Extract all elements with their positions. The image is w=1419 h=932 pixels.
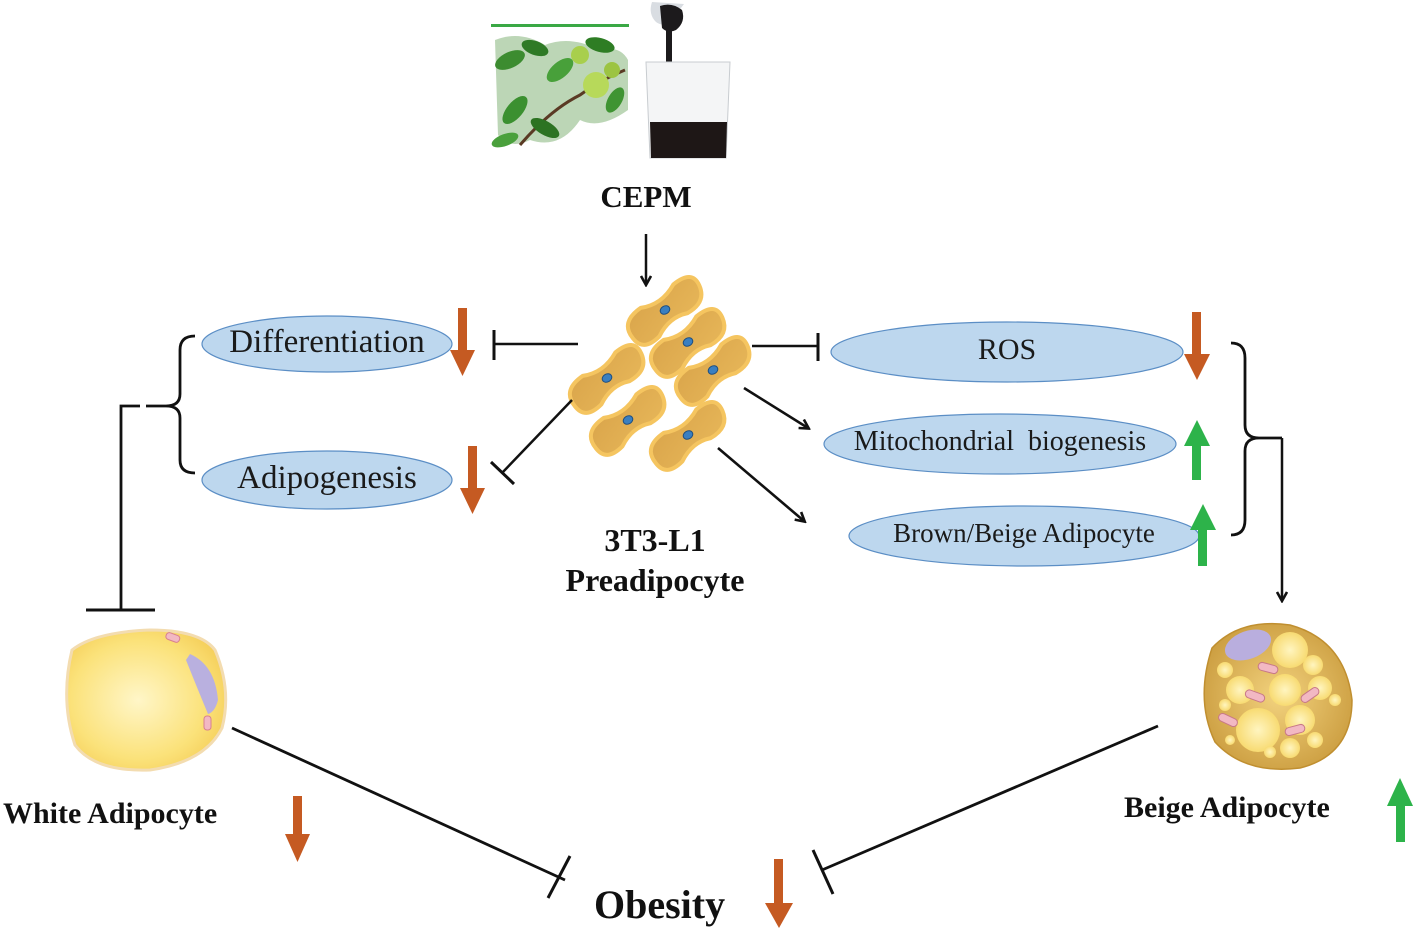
- lipid-droplet: [1303, 655, 1323, 675]
- cell-line-name: 3T3-L1: [604, 522, 706, 558]
- brown-beige-adipocyte-label: Brown/Beige Adipocyte: [893, 518, 1155, 548]
- inhibit-ros-line: [752, 333, 820, 361]
- inhibit-white-adipocyte-line: [86, 404, 155, 612]
- syrup-glass-image: [645, 2, 731, 159]
- white-inhibits-obesity-line: [231, 726, 572, 899]
- mitochondrial-up-arrow-icon: [1184, 420, 1210, 480]
- white-adipocyte-label: White Adipocyte: [3, 797, 218, 830]
- lipid-droplet: [1272, 632, 1308, 668]
- promote-mitochondrial-arrow: [743, 386, 808, 428]
- preadipocyte-cell: [625, 274, 704, 347]
- mitochondrial-biogenesis-label: Mitochondrial biogenesis: [853, 426, 1147, 457]
- lipid-droplet: [1329, 694, 1341, 706]
- lipid-droplet: [1269, 674, 1301, 706]
- mitochondrion: [1244, 689, 1266, 703]
- lipid-droplet: [1236, 708, 1280, 752]
- promote-brown-beige-arrow: [717, 447, 804, 521]
- cell-type-name: Preadipocyte: [565, 562, 745, 598]
- preadipocyte-cell: [673, 334, 752, 407]
- differentiation-down-arrow-icon: [450, 308, 475, 376]
- white-adipocyte-illustration: [65, 628, 228, 772]
- lipid-droplet: [1264, 746, 1276, 758]
- preadipocyte-cell: [648, 399, 727, 472]
- lipid-droplet: [1219, 699, 1231, 711]
- left-brace: [165, 334, 196, 475]
- differentiation-ellipse: [201, 315, 453, 373]
- mitochondrion: [1257, 661, 1279, 675]
- inhibit-adipogenesis-line: [489, 399, 573, 486]
- inhibit-differentiation-line: [492, 330, 578, 360]
- right-brace: [1230, 341, 1260, 537]
- cell-line-label: 3T3-L1 Preadipocyte: [540, 520, 770, 600]
- beige-adipocyte-label: Beige Adipocyte: [1124, 791, 1330, 824]
- differentiation-label: Differentiation: [229, 324, 425, 360]
- lipid-droplet: [1217, 662, 1233, 678]
- obesity-down-arrow-icon: [765, 859, 793, 928]
- preadipocyte-cell: [567, 342, 646, 415]
- adipogenesis-label: Adipogenesis: [237, 460, 417, 496]
- lipid-droplet: [1307, 732, 1323, 748]
- white-adipocyte-down-arrow-icon: [285, 796, 310, 862]
- obesity-label: Obesity: [594, 882, 726, 927]
- adipogenesis-down-arrow-icon: [460, 446, 485, 514]
- preadipocyte-cell: [588, 384, 667, 457]
- beige-adipocyte-up-arrow-icon: [1387, 778, 1413, 842]
- brown-beige-up-arrow-icon: [1190, 504, 1216, 566]
- mitochondrion: [1218, 712, 1238, 728]
- plant-branch-image: [491, 24, 629, 148]
- cepm-label: CEPM: [600, 179, 691, 214]
- lipid-droplet: [1280, 738, 1300, 758]
- mitochondrion: [1284, 723, 1306, 737]
- preadipocyte-cell: [648, 306, 727, 379]
- preadipocyte-cells-illustration: [567, 274, 752, 472]
- mitochondrial-biogenesis-ellipse: [823, 413, 1177, 475]
- mitochondrion: [1300, 687, 1320, 703]
- ros-label: ROS: [977, 333, 1037, 366]
- beige-adipocyte-illustration: [1203, 622, 1353, 770]
- adipogenesis-ellipse: [201, 450, 453, 510]
- beige-inhibits-obesity-line: [811, 724, 1159, 895]
- ros-down-arrow-icon: [1184, 312, 1210, 380]
- lipid-droplet: [1225, 735, 1235, 745]
- ros-ellipse: [830, 321, 1184, 383]
